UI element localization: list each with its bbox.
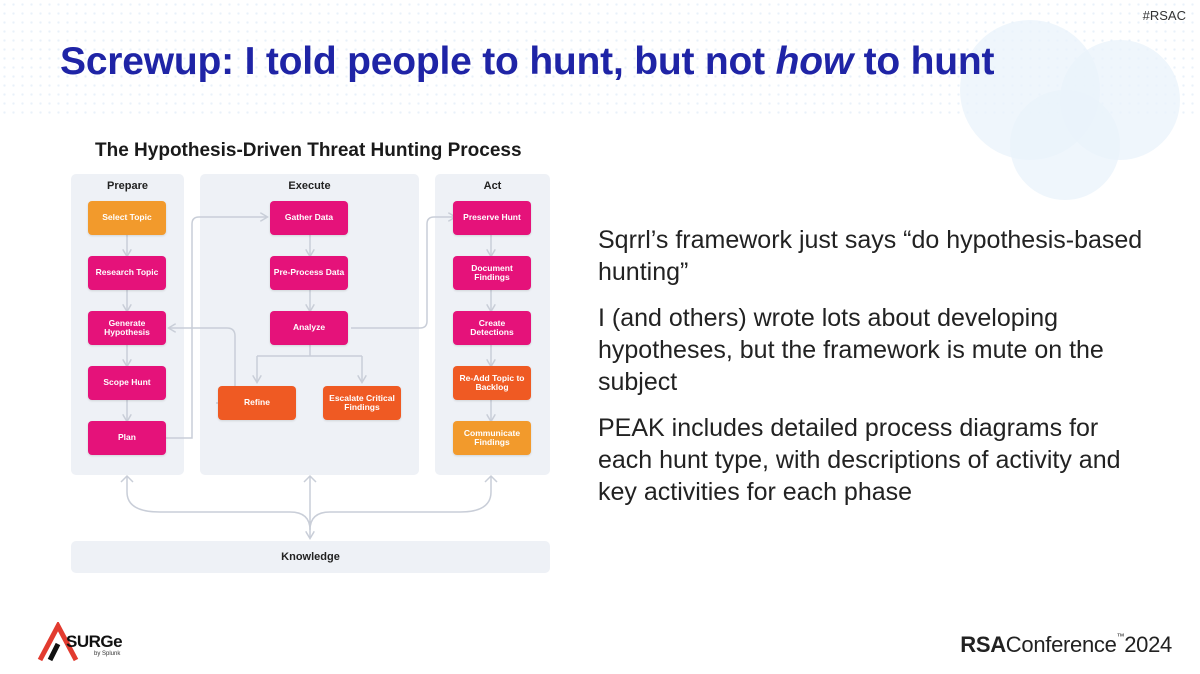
rsa-year: 2024 (1124, 632, 1172, 657)
surge-logo: SURGe by Splunk (36, 622, 146, 666)
step-escalate-critical-findings: Escalate Critical Findings (323, 386, 401, 420)
decorative-bubble (1010, 90, 1120, 200)
arrow-plan-gather (166, 217, 266, 439)
knowledge-bar: Knowledge (71, 541, 550, 573)
rsa-conference-logo: RSAConference™2024 (960, 632, 1172, 658)
step-plan: Plan (88, 421, 166, 455)
arrow-analyze-preserve (351, 217, 454, 329)
step-scope-hunt: Scope Hunt (88, 366, 166, 400)
connector-merge-knowledge (126, 476, 492, 531)
step-gather-data: Gather Data (270, 201, 348, 235)
rsa-bold: RSA (960, 632, 1006, 657)
step-create-detections: Create Detections (453, 311, 531, 345)
rsa-tm: ™ (1116, 632, 1125, 641)
phase-label-act: Act (483, 180, 502, 192)
step-pre-process-data: Pre-Process Data (270, 256, 348, 290)
surge-logo-text: SURGe (66, 632, 123, 651)
phase-label-execute: Execute (288, 180, 331, 192)
title-emphasis: how (775, 40, 854, 83)
rsa-conference-word: Conference (1005, 632, 1117, 657)
step-analyze: Analyze (270, 311, 348, 345)
arrow-analyze-split (257, 345, 362, 357)
step-re-add-topic-to-backlog: Re-Add Topic to Backlog (453, 366, 531, 400)
phase-label-prepare: Prepare (107, 180, 148, 192)
slide-title: Screwup: I told people to hunt, but not … (60, 40, 995, 84)
surge-triangle-icon (37, 622, 79, 662)
step-generate-hypothesis: Generate Hypothesis (88, 311, 166, 345)
bullet-item: I (and others) wrote lots about developi… (598, 304, 1104, 396)
title-part-2: to hunt (852, 40, 995, 83)
step-select-topic: Select Topic (88, 201, 166, 235)
bullet-item: PEAK includes detailed process diagrams … (598, 414, 1121, 506)
step-research-topic: Research Topic (88, 256, 166, 290)
arrow-refine-generate (170, 328, 236, 404)
step-preserve-hunt: Preserve Hunt (453, 201, 531, 235)
diagram-title: The Hypothesis-Driven Threat Hunting Pro… (95, 140, 522, 161)
hashtag: #RSAC (1142, 8, 1186, 23)
title-part-1: Screwup: I told people to hunt, but not (60, 40, 776, 83)
surge-logo-sub: by Splunk (94, 651, 121, 657)
bullet-item: Sqrrl’s framework just says “do hypothes… (598, 226, 1143, 286)
step-communicate-findings: Communicate Findings (453, 421, 531, 455)
bullet-list: Sqrrl’s framework just says “do hypothes… (598, 224, 1158, 522)
step-document-findings: Document Findings (453, 256, 531, 290)
step-refine: Refine (218, 386, 296, 420)
